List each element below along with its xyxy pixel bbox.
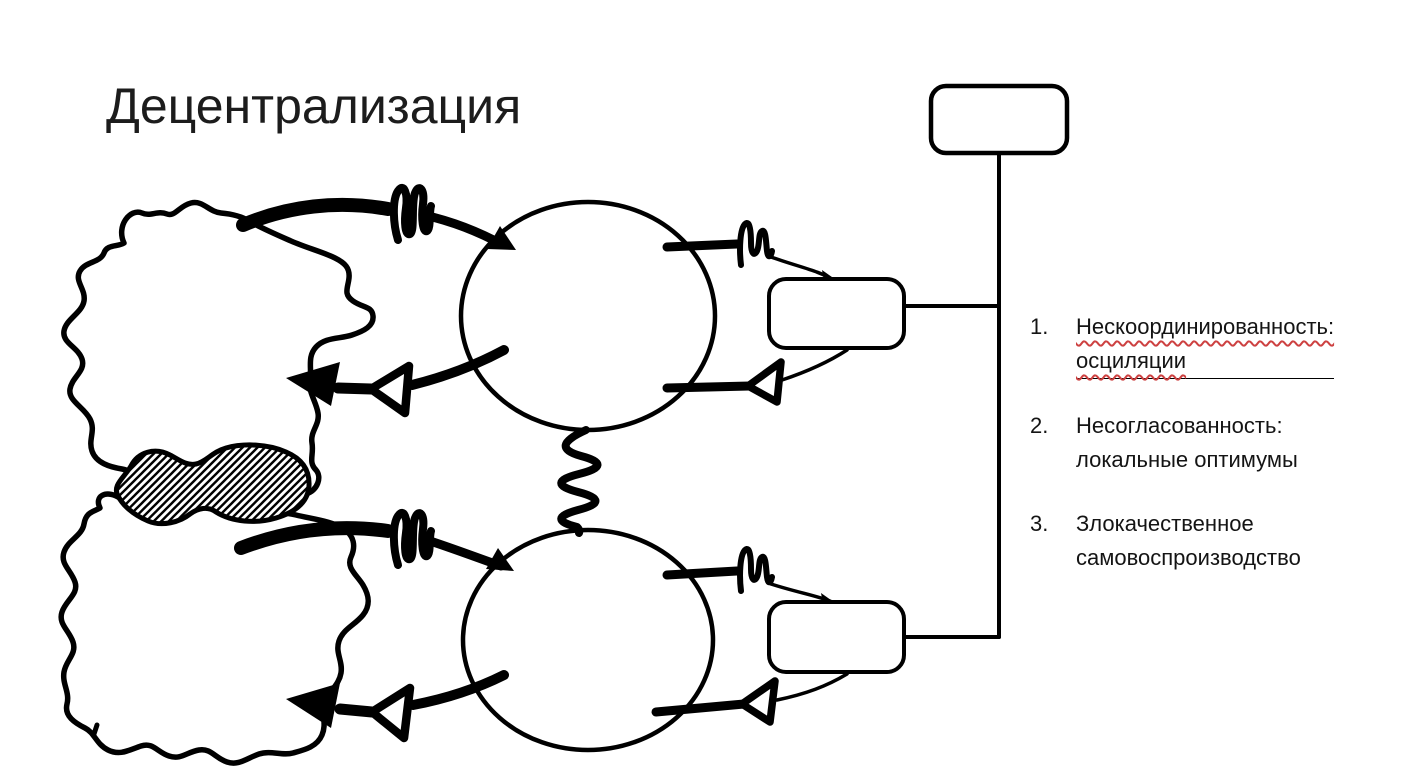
channel-shaft [236, 197, 395, 232]
list-item-number: 2. [1030, 413, 1049, 438]
list-item: 1. Нескоординированность: осциляции [1030, 310, 1400, 379]
flow-bottom-circle-to-blob [286, 670, 509, 743]
input-line [651, 699, 749, 717]
noise-burst-icon [389, 508, 435, 569]
channel-shaft [234, 521, 395, 555]
thin-curve [780, 348, 849, 382]
return-curve [408, 670, 509, 710]
input-line [662, 381, 755, 393]
list-item-text: Злокачественное самовоспроизводство [1076, 511, 1301, 570]
arrow-shaft [332, 382, 377, 395]
funnel-icon [738, 677, 779, 726]
list-item: 2. Несогласованность: локальные оптимумы [1030, 409, 1400, 477]
flow-top-blob-to-circle [236, 183, 516, 250]
page-title: Децентрализация [106, 78, 522, 134]
region-blob-tick [91, 722, 100, 737]
coupling-spring-icon [557, 426, 602, 537]
noise-burst-icon [737, 219, 775, 268]
return-curve [407, 345, 509, 390]
list-item-number: 1. [1030, 314, 1049, 339]
funnel-icon [744, 358, 785, 406]
channel-shaft-thin [419, 210, 508, 250]
arrow-shaft [334, 703, 378, 718]
relay-box-bottom [767, 600, 906, 674]
thin-curve [775, 672, 849, 702]
issues-list: 1. Нескоординированность: осциляции 2. Н… [1030, 310, 1400, 605]
list-item-text: Несогласованность: локальные оптимумы [1076, 413, 1298, 472]
list-item-text: Нескоординированность: осциляции [1076, 314, 1335, 373]
solid-arrowhead-icon [286, 683, 340, 728]
funnel-icon [367, 683, 415, 743]
list-item-number: 3. [1030, 511, 1049, 536]
channel-shaft-thin [419, 534, 506, 571]
solid-arrowhead-icon [486, 548, 514, 571]
noise-burst-icon [389, 183, 435, 244]
output-line [662, 239, 742, 252]
flow-top-circle-to-blob [286, 345, 509, 418]
region-blob-top-icon [61, 199, 376, 499]
solid-arrowhead-icon [487, 226, 516, 250]
node-circle-bottom [460, 527, 716, 753]
noise-burst-icon [737, 545, 775, 594]
flow-bottom-blob-to-circle [234, 508, 514, 571]
control-box [928, 83, 1070, 156]
funnel-icon [366, 361, 414, 418]
hatched-overlap-blob-icon [114, 442, 312, 527]
relay-box-top [767, 277, 906, 350]
flow-top-box-to-circle [662, 348, 849, 406]
list-item: 3. Злокачественное самовоспроизводство [1030, 507, 1400, 575]
solid-arrowhead-icon [286, 362, 340, 406]
flow-bottom-box-to-circle [651, 672, 849, 726]
output-line [662, 566, 742, 580]
